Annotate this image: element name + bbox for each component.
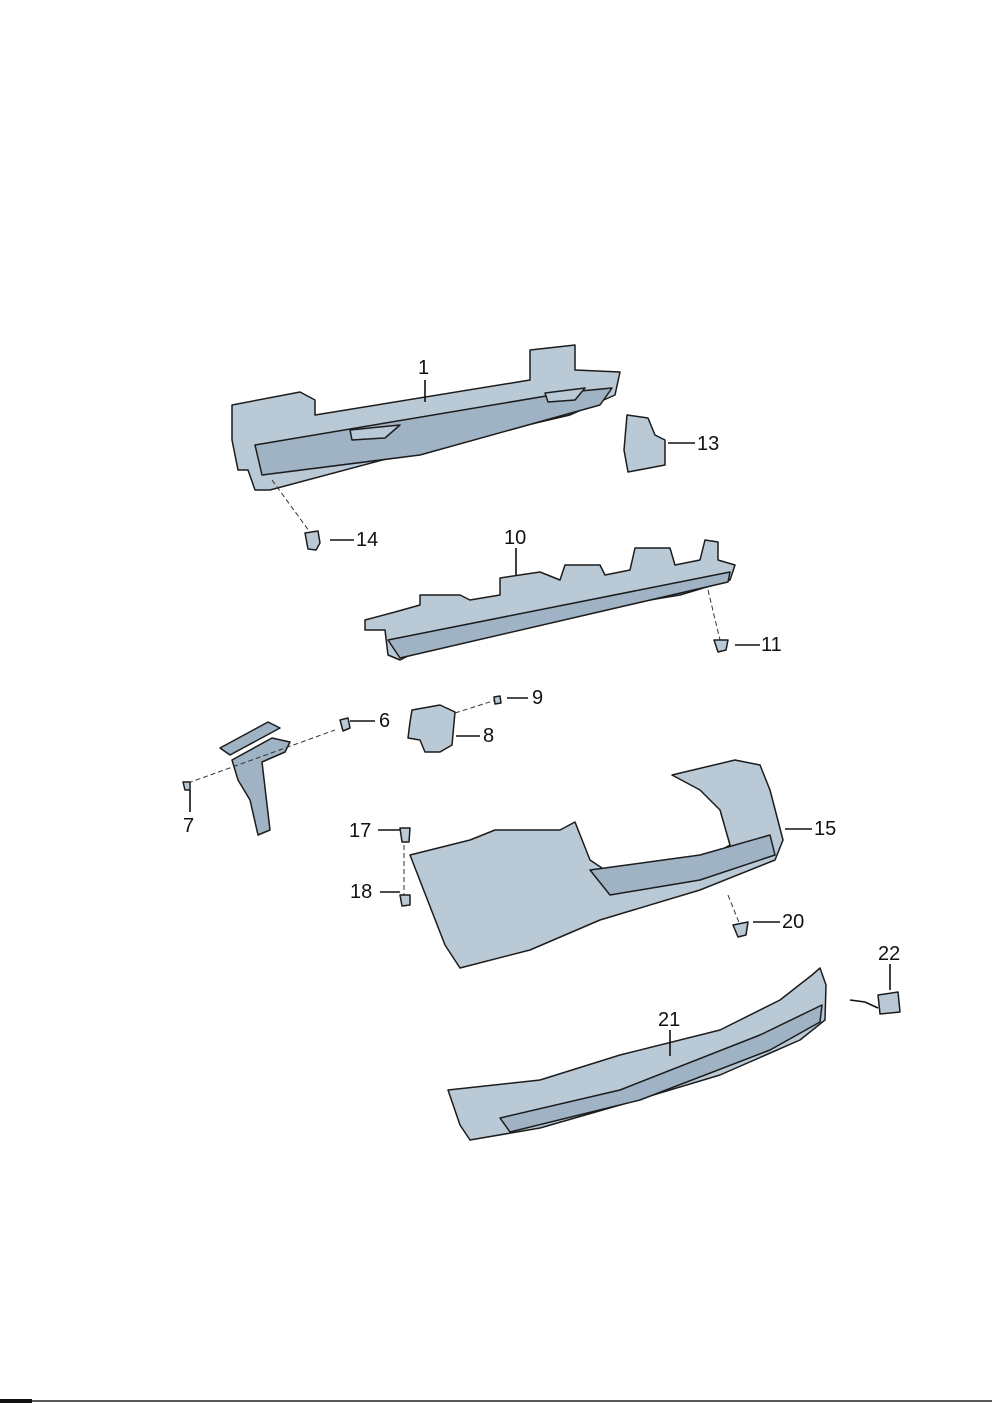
part-9-screw[interactable] bbox=[454, 695, 502, 714]
callout-10: 10 bbox=[504, 527, 526, 549]
callout-8: 8 bbox=[483, 725, 494, 747]
part-18-bolt[interactable] bbox=[399, 845, 411, 907]
part-21-diffuser[interactable] bbox=[447, 967, 827, 1141]
callout-1: 1 bbox=[418, 357, 429, 379]
callout-18: 18 bbox=[350, 881, 372, 903]
callout-21: 21 bbox=[658, 1009, 680, 1031]
callout-20: 20 bbox=[782, 911, 804, 933]
part-22-sensor[interactable] bbox=[849, 991, 901, 1015]
callout-6: 6 bbox=[379, 710, 390, 732]
bottom-rule-marker bbox=[0, 1399, 32, 1403]
part-11-clip[interactable] bbox=[707, 589, 729, 653]
callout-17: 17 bbox=[349, 820, 371, 842]
callout-9: 9 bbox=[532, 687, 543, 709]
part-7-side-bracket[interactable] bbox=[182, 721, 336, 836]
part-6-nut[interactable] bbox=[339, 717, 351, 732]
part-14-bolt[interactable] bbox=[271, 479, 321, 551]
callout-14: 14 bbox=[356, 529, 378, 551]
callout-13: 13 bbox=[697, 433, 719, 455]
callout-11: 11 bbox=[761, 634, 782, 656]
part-1-bumper-beam[interactable] bbox=[231, 344, 621, 491]
callout-7: 7 bbox=[183, 815, 194, 837]
part-13-bracket[interactable] bbox=[623, 414, 666, 473]
callout-15: 15 bbox=[814, 818, 836, 840]
part-8-guide[interactable] bbox=[407, 704, 456, 753]
part-20-clip[interactable] bbox=[727, 894, 749, 938]
callout-22: 22 bbox=[878, 943, 900, 965]
part-15-bumper-cover[interactable] bbox=[409, 759, 784, 969]
part-10-energy-absorber[interactable] bbox=[364, 539, 736, 661]
part-17-bolt[interactable] bbox=[399, 827, 411, 843]
